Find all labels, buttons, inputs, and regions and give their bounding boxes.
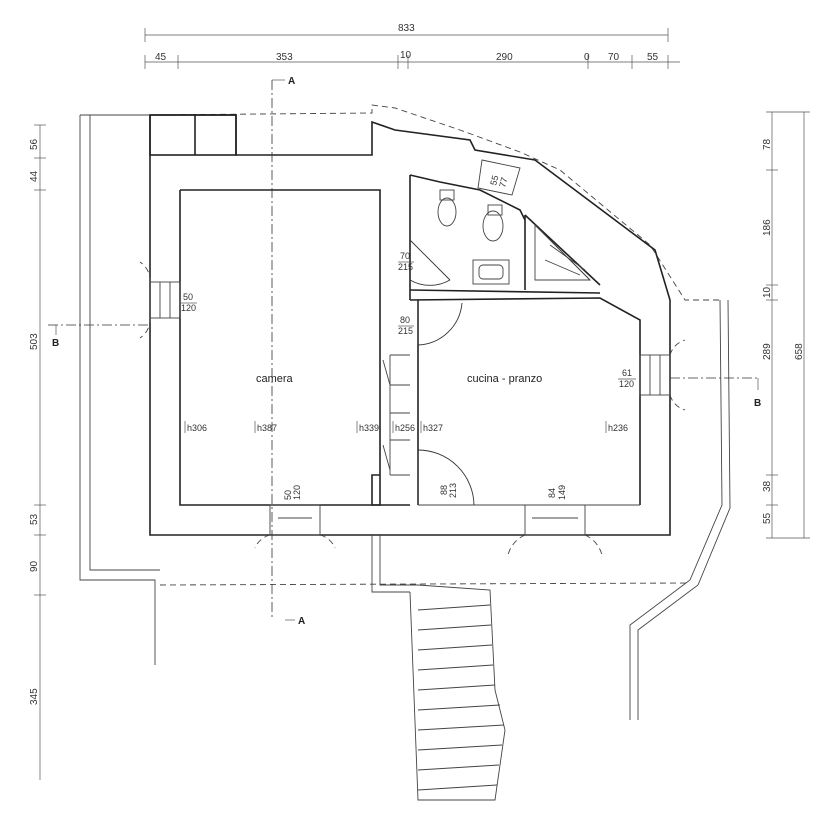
bath-window-width: 55	[488, 174, 500, 186]
exterior-stair	[371, 535, 506, 801]
terrace-outline	[79, 104, 731, 720]
south-window-kitchen-width: 84	[547, 488, 557, 498]
windows	[139, 261, 686, 556]
west-window-height: 120	[181, 303, 196, 313]
top-dim-7: 55	[647, 52, 659, 63]
section-a-top-label: A	[288, 76, 295, 87]
right-dim-5: 38	[762, 480, 773, 492]
right-dimension-chain: 658 78 186 10 289 38 55	[762, 111, 810, 539]
south-window-kitchen-height: 149	[557, 485, 567, 500]
bath-door-height: 215	[398, 262, 413, 272]
top-dim-4: 290	[496, 52, 513, 63]
left-dim-4: 53	[29, 513, 40, 525]
south-window-camera-height: 120	[292, 485, 302, 500]
bath-door-width: 70	[400, 251, 410, 261]
section-b-left-label: B	[52, 338, 59, 349]
bathroom-fixtures	[437, 189, 592, 285]
bath-window-height: 77	[497, 176, 509, 188]
right-dim-3: 10	[762, 286, 773, 298]
height-label-3: h339	[359, 423, 379, 433]
toilet-icon	[482, 204, 504, 242]
top-dimension-chain: 833 45 353 10 290 0 70 55	[144, 23, 680, 69]
height-label-1: h306	[187, 423, 207, 433]
opening-dimensions: 70 215 80 215 50 120 50 120 88 213 84 14…	[181, 174, 636, 500]
top-dim-5: 0	[584, 52, 590, 63]
top-dim-2: 353	[276, 52, 293, 63]
height-label-4: h256	[395, 423, 415, 433]
left-dim-2: 44	[29, 170, 40, 182]
room-label-kitchen: cucina - pranzo	[467, 373, 542, 385]
left-dim-5: 90	[29, 560, 40, 572]
camera-door-width: 80	[400, 315, 410, 325]
height-label-2: h387	[257, 423, 277, 433]
building-walls	[149, 114, 671, 536]
bath-door-swing	[409, 239, 451, 286]
right-dim-4: 289	[762, 343, 773, 360]
top-overall-dimension: 833	[398, 23, 415, 34]
ceiling-heights: h306 h387 h339 h256 h327 h236	[184, 421, 628, 433]
right-overall-dimension: 658	[794, 343, 805, 360]
section-b-right-label: B	[754, 398, 761, 409]
top-dim-1: 45	[155, 52, 167, 63]
kitchen-door-height: 213	[448, 483, 458, 498]
west-window-width: 50	[183, 292, 193, 302]
west-window	[139, 261, 181, 339]
south-window-camera-width: 50	[283, 490, 293, 500]
camera-door-swing	[417, 300, 463, 346]
east-window	[639, 339, 686, 411]
left-dim-6: 345	[29, 688, 40, 705]
height-label-5: h327	[423, 423, 443, 433]
shower-icon	[534, 223, 592, 281]
section-a-bottom-label: A	[298, 616, 305, 627]
left-dimension-chain: 56 44 503 53 90 345	[29, 124, 46, 780]
kitchen-entry-door-swing	[417, 449, 475, 506]
height-label-6: h236	[608, 423, 628, 433]
doors	[409, 239, 475, 506]
sink-icon	[472, 259, 510, 285]
south-window-kitchen	[507, 504, 603, 556]
camera-door-height: 215	[398, 326, 413, 336]
right-dim-2: 186	[762, 219, 773, 236]
east-window-height: 120	[619, 379, 634, 389]
east-window-width: 61	[622, 368, 632, 378]
left-dim-1: 56	[29, 138, 40, 150]
kitchen-door-width: 88	[439, 485, 449, 495]
south-window-camera	[254, 504, 336, 549]
section-lines: A A B B	[48, 76, 761, 627]
right-dim-6: 55	[762, 512, 773, 524]
top-dim-6: 70	[608, 52, 620, 63]
bidet-icon	[437, 189, 457, 227]
room-label-camera: camera	[256, 373, 294, 385]
left-dim-3: 503	[29, 333, 40, 350]
top-dim-3: 10	[400, 50, 412, 61]
right-dim-1: 78	[762, 138, 773, 150]
